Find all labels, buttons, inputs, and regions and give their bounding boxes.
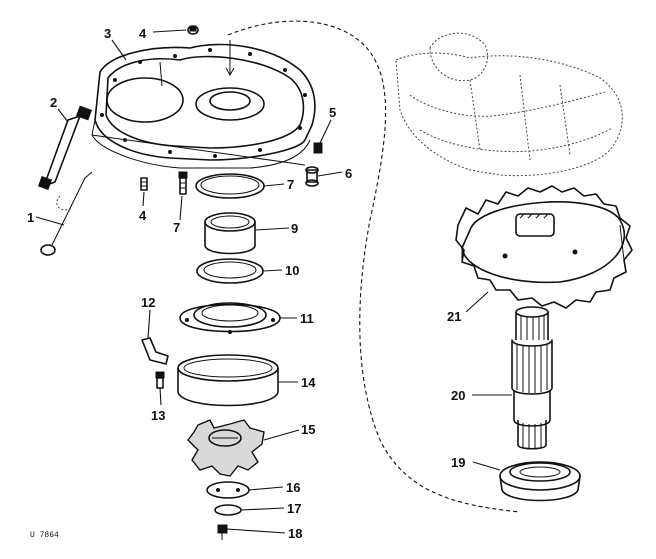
part-21-gear: [455, 185, 633, 309]
callout-labels: 3 4 2 1 4 7 5 6 7 9 10 11 12 13 14 15 16…: [27, 26, 465, 541]
part-4-top-screw: [187, 25, 199, 35]
callout-9: 9: [291, 221, 298, 236]
part-18-screw: [217, 524, 228, 540]
callout-15: 15: [301, 422, 315, 437]
part-12-elbow: [141, 337, 169, 365]
callout-10: 10: [285, 263, 299, 278]
callout-19: 19: [451, 455, 465, 470]
callout-7: 7: [287, 177, 294, 192]
callout-1: 1: [27, 210, 34, 225]
callout-11: 11: [300, 311, 314, 326]
part-10-ring: [196, 258, 264, 284]
part-4-lower-bolt: [140, 177, 148, 191]
callout-20: 20: [451, 388, 465, 403]
part-13-fitting: [155, 371, 165, 389]
callout-4-lower: 4: [139, 208, 147, 223]
part-1-dipstick: [40, 171, 93, 256]
part-6-bolt: [305, 166, 319, 187]
callout-12: 12: [141, 295, 155, 310]
callout-4-top: 4: [139, 26, 147, 41]
callout-16: 16: [286, 480, 300, 495]
part-15-sprocket: [187, 419, 265, 477]
assembly-path-line: [227, 20, 521, 513]
part-3-gear-cover: [91, 40, 316, 169]
callout-14: 14: [301, 375, 316, 390]
callout-5: 5: [329, 105, 336, 120]
part-19-bearing: [499, 461, 581, 502]
callout-17: 17: [287, 501, 301, 516]
callout-3: 3: [104, 26, 111, 41]
figure-reference: U 7864: [30, 531, 59, 540]
callout-2: 2: [50, 95, 57, 110]
callout-6: 6: [345, 166, 352, 181]
part-14-ring: [177, 354, 279, 407]
part-9-sleeve: [204, 212, 256, 255]
callout-13: 13: [151, 408, 165, 423]
part-16-washer: [206, 481, 250, 499]
part-11-retainer: [179, 302, 281, 334]
callout-8: 7: [173, 220, 180, 235]
part-20-shaft: [511, 306, 553, 450]
part-5-screw: [313, 142, 323, 154]
engine-housing-ghost: [395, 32, 623, 177]
part-2-tube: [37, 105, 92, 191]
part-8-bolt: [178, 171, 188, 195]
part-17-lock-plate: [214, 504, 242, 516]
leader-lines: [35, 29, 512, 534]
callout-21: 21: [447, 309, 461, 324]
part-7-gasket: [195, 173, 265, 199]
callout-18: 18: [288, 526, 302, 541]
